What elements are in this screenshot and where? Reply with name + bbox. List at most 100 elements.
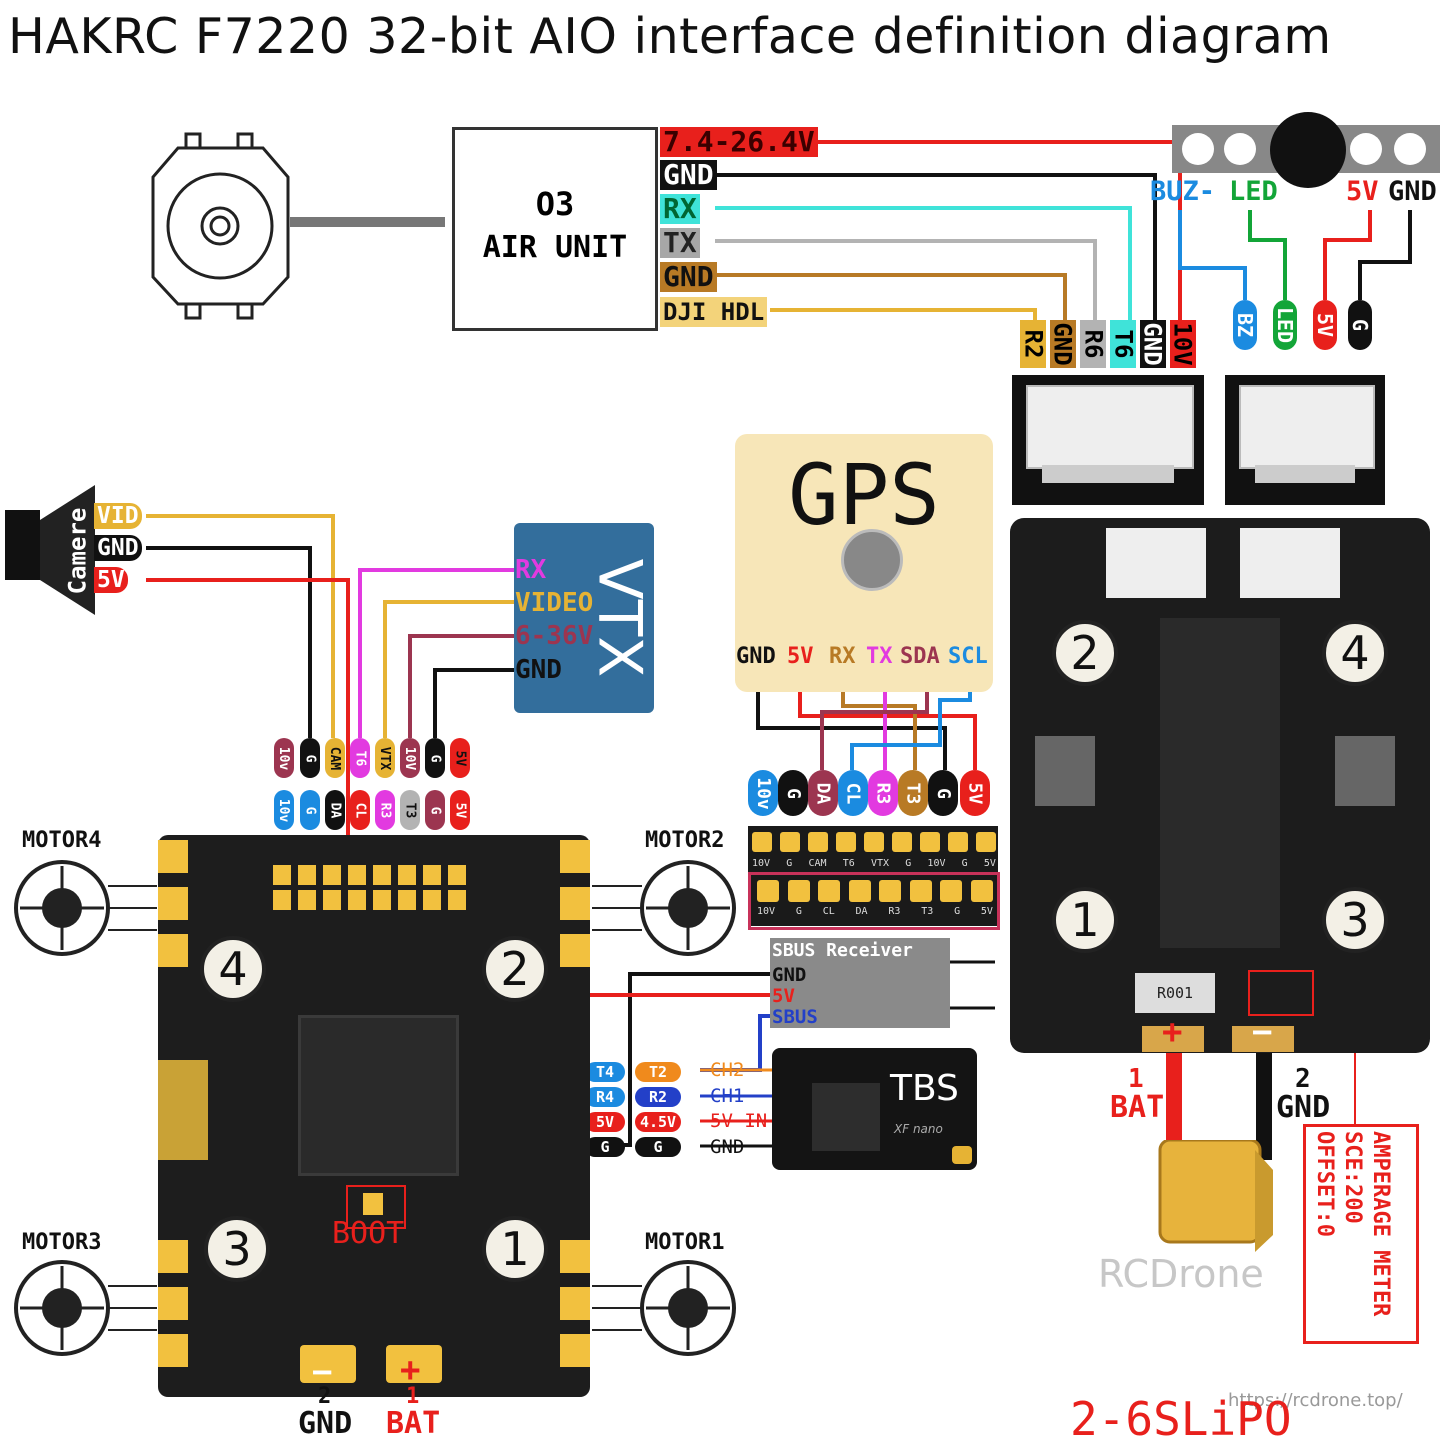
fc-pad2-5v: 5V: [450, 790, 470, 830]
buzzer-icon: [1270, 112, 1346, 188]
rx-label-5vin: 5V-IN: [710, 1110, 768, 1132]
page-title: HAKRC F7220 32-bit AIO interface definit…: [8, 8, 1332, 65]
wire-air-hdl: [770, 308, 1037, 320]
air-tag-tx: TX: [660, 228, 700, 258]
fc-bat-label: BAT: [386, 1406, 441, 1441]
camera-icon: [5, 485, 95, 615]
esc-number-4: 4: [1322, 620, 1388, 686]
xt60-connector-icon: [1158, 1140, 1273, 1252]
fc-pad1-vtx: VTX: [375, 738, 395, 778]
fc-pad1-g2: G: [425, 738, 445, 778]
air-tag-rx: RX: [660, 194, 700, 224]
motor3-icon: [14, 1260, 157, 1356]
amperage-title: AMPERAGE METER: [1368, 1131, 1393, 1317]
buz-pin-g: G: [1348, 300, 1372, 350]
wire-gps-5v: [798, 690, 977, 770]
gps-conn-5v: 5V: [960, 770, 990, 816]
rx-pad-4v5: 4.5V: [635, 1112, 681, 1132]
fc-pad1-10v: 10v: [274, 738, 294, 778]
buzzer-hole: [1182, 133, 1214, 165]
boot-button-frame: [346, 1185, 406, 1229]
cam-tag-5v: 5V: [94, 567, 128, 593]
top-pin-r2: R2: [1019, 320, 1047, 368]
gps-conn-cl: CL: [838, 770, 868, 816]
motor2-label: MOTOR2: [645, 828, 725, 853]
esc-bat-num: 1: [1128, 1064, 1144, 1094]
wire-cam-gnd: [146, 546, 312, 738]
boot-button[interactable]: [363, 1193, 383, 1215]
amperage-scale: SCE:200: [1340, 1131, 1365, 1224]
wire-led: [1248, 210, 1287, 300]
rx-pad-g2: G: [635, 1137, 681, 1157]
fc-bat-num: 1: [406, 1384, 420, 1409]
gps-label: GPS: [788, 446, 940, 544]
fc-pad1-t6: T6: [350, 738, 370, 778]
wire-air-tx: [715, 239, 1097, 320]
wire-vtx-video: [383, 600, 515, 738]
rx-pad-r4: R4: [585, 1087, 625, 1107]
fc-pad2-t3: T3: [400, 790, 420, 830]
wire-buz-5v: [1323, 210, 1372, 300]
buzzer-label-led: LED: [1229, 176, 1278, 207]
motor4-icon: [14, 860, 157, 956]
rx-label-ch1: CH1: [710, 1085, 745, 1107]
gps-module: GPS: [735, 434, 993, 692]
motor1-icon: [592, 1260, 736, 1356]
tbs-label: TBS: [890, 1068, 959, 1109]
motor1-label: MOTOR1: [645, 1230, 725, 1255]
esc-black-lead: [1256, 1050, 1272, 1160]
gps-conn-g2: G: [928, 770, 958, 816]
camera-label: Camere: [63, 507, 92, 595]
sbus-signal: SBUS: [772, 1006, 818, 1028]
fc-number-2: 2: [482, 936, 548, 1002]
wire-buz-gnd: [1358, 210, 1412, 300]
top-pin-gnd2: GND: [1139, 320, 1167, 368]
fc-pad1-10v2: 10V: [400, 738, 420, 778]
vtx-wire-power: 6-36V: [515, 621, 594, 651]
fc-number-3: 3: [204, 1216, 270, 1282]
amperage-offset: OFFSET:0: [1312, 1131, 1337, 1237]
buzzer-label-5v: 5V: [1346, 176, 1379, 207]
top-pin-r6: R6: [1079, 320, 1107, 368]
esc-bat-label: BAT: [1110, 1090, 1165, 1125]
esc-connector-right: [1225, 375, 1385, 505]
air-tag-gnd1: GND: [660, 160, 717, 190]
rx-label-gnd: GND: [710, 1136, 745, 1158]
fc-pad1-cam: CAM: [325, 738, 345, 778]
gps-conn-g: G: [778, 770, 808, 816]
wire-vtx-gnd: [433, 668, 515, 738]
buzzer-hole: [1224, 133, 1256, 165]
vtx-label: VTX: [584, 558, 654, 678]
fc-plus-icon: +: [400, 1350, 421, 1390]
fc-pad1-g: G: [300, 738, 320, 778]
fc-pad2-g: G: [300, 790, 320, 830]
antenna-icon: [151, 132, 290, 320]
buzzer-label-gnd: GND: [1388, 176, 1437, 207]
esc-resistor: R001: [1135, 973, 1215, 1013]
camera-label-wrap: Camere: [60, 486, 94, 616]
fc-gnd-num: 2: [318, 1384, 332, 1409]
wire-gps-gnd: [756, 690, 947, 770]
fc-gnd-label: GND: [298, 1406, 353, 1441]
esc-connector-left: [1012, 375, 1204, 505]
fc-pad1-5v: 5V: [450, 738, 470, 778]
lipo-label: 2-6SLiPO: [1070, 1392, 1292, 1446]
esc-number-3: 3: [1322, 887, 1388, 953]
vtx-wire-gnd: GND: [515, 655, 562, 685]
wire-vtx-rx: [358, 568, 515, 738]
rx-pad-t4: T4: [585, 1062, 625, 1082]
esc-gnd-num: 2: [1295, 1064, 1311, 1094]
gps-antenna-icon: [841, 529, 903, 591]
air-tag-power: 7.4-26.4V: [660, 127, 818, 157]
wire-gps-rx: [841, 690, 917, 770]
tbs-chip: [812, 1083, 880, 1151]
gps-conn-da: DA: [808, 770, 838, 816]
air-tag-gnd2: GND: [660, 262, 717, 292]
wire-vtx-power: [408, 634, 515, 738]
air-unit: O3 AIR UNIT: [452, 127, 658, 331]
buz-pin-5v: 5V: [1313, 300, 1337, 350]
wire-gps-sda: [820, 690, 929, 770]
buzzer-label-buz: BUZ-: [1150, 176, 1216, 207]
